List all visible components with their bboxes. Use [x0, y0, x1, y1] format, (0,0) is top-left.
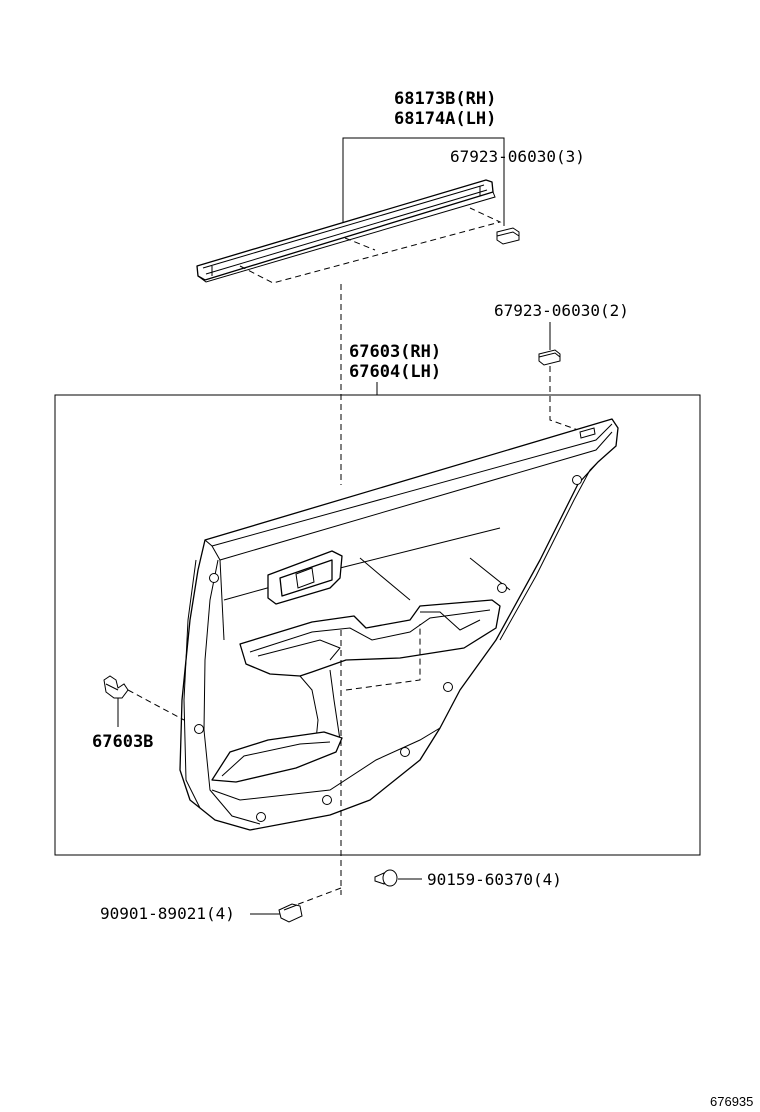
clip-mid-illustration: [538, 349, 561, 366]
clip-bottom-illustration: [278, 903, 303, 923]
label-weatherstrip-lh: 68174A(LH): [394, 109, 496, 129]
label-panel-lh: 67604(LH): [349, 362, 441, 382]
screw-illustration: [374, 869, 398, 887]
weatherstrip-leader: [342, 137, 505, 226]
label-clip-top: 67923-06030(3): [450, 147, 585, 166]
label-clip-left: 67603B: [92, 732, 153, 752]
door-trim-panel-illustration: [179, 418, 619, 831]
label-panel-rh: 67603(RH): [349, 342, 441, 362]
weatherstrip-illustration: [196, 179, 496, 283]
diagram-number: 676935: [710, 1094, 753, 1109]
panel-assembly-frame: [54, 394, 701, 856]
label-clip-mid: 67923-06030(2): [494, 301, 629, 320]
label-weatherstrip-rh: 68173B(RH): [394, 89, 496, 109]
weatherstrip-dashed-plane: [239, 207, 502, 284]
clip-left-illustration: [103, 675, 129, 699]
label-clip-bottom: 90901-89021(4): [100, 904, 235, 923]
clip-top-illustration: [496, 227, 520, 245]
label-screw: 90159-60370(4): [427, 870, 562, 889]
